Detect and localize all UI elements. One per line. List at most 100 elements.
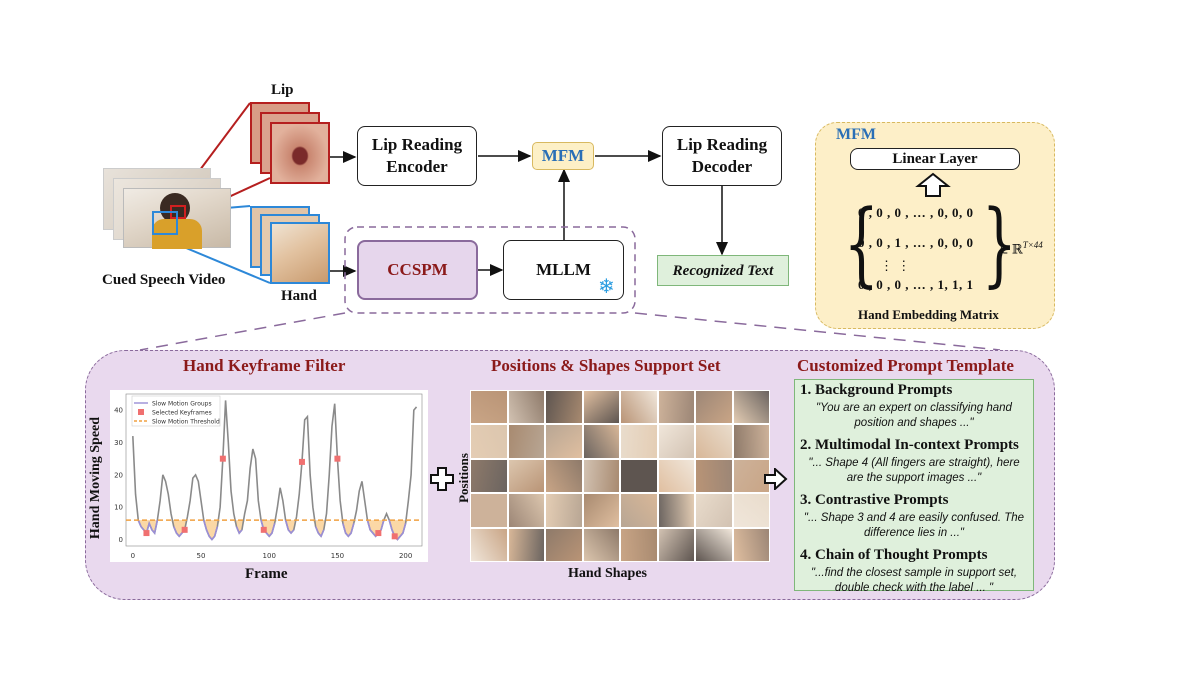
support-hand-image	[732, 424, 770, 459]
mfm-label: MFM	[541, 146, 585, 165]
support-hand-image	[582, 493, 620, 528]
support-hand-image	[695, 390, 733, 425]
support-hand-image	[582, 424, 620, 459]
ccspm-label: CCSPM	[387, 260, 448, 279]
support-title: Positions & Shapes Support Set	[491, 356, 721, 375]
prompt-4-head: 4. Chain of Thought Prompts	[800, 547, 988, 563]
x-tick-label: 0	[131, 552, 135, 560]
mfm-detail-title: MFM	[836, 126, 876, 143]
support-hand-image	[657, 458, 695, 494]
support-hand-image	[470, 458, 508, 494]
lip-decoder-box: Lip Reading Decoder	[662, 126, 782, 186]
keyframe-marker	[143, 530, 150, 537]
prompt-2-head: 2. Multimodal In-context Prompts	[800, 437, 1019, 453]
hand-crop-3	[270, 222, 330, 284]
ccspm-box: CCSPM	[357, 240, 478, 300]
support-hand-image	[732, 493, 770, 528]
hand-label: Hand	[281, 288, 317, 304]
video-frame-front	[123, 188, 231, 249]
lip-encoder-box: Lip Reading Encoder	[357, 126, 477, 186]
support-hand-image	[695, 493, 733, 528]
matrix-left-brace: {	[843, 190, 879, 297]
hand-roi-box	[152, 211, 178, 235]
support-hand-image	[620, 458, 658, 494]
slow-motion-group	[314, 526, 325, 538]
matrix-row-3: ⋮ ⋮	[880, 258, 911, 273]
slow-motion-group	[202, 519, 219, 541]
matrix-row-1: 0 , 0 , 0 , … , 0, 0, 0	[858, 205, 974, 220]
video-label: Cued Speech Video	[102, 272, 226, 288]
y-tick-label: 0	[119, 536, 123, 544]
support-hand-image	[657, 390, 695, 425]
keyframe-marker	[219, 455, 226, 462]
support-hand-image	[695, 527, 733, 562]
support-hand-image	[582, 458, 620, 494]
prompt-1-head: 1. Background Prompts	[800, 382, 953, 398]
support-hand-image	[582, 390, 620, 425]
keyframe-marker	[334, 455, 341, 462]
mllm-label: MLLM	[536, 260, 591, 279]
recognized-text-label: Recognized Text	[672, 262, 774, 279]
support-hand-image	[470, 424, 508, 459]
support-hand-image	[507, 527, 545, 562]
linear-layer-label: Linear Layer	[892, 151, 978, 167]
slow-motion-group	[366, 519, 385, 538]
lip-label: Lip	[271, 82, 294, 98]
prompt-title: Customized Prompt Template	[797, 356, 1014, 375]
prompt-3-text: "... Shape 3 and 4 are easily confused. …	[803, 512, 1025, 539]
up-arrow-icon	[915, 172, 951, 197]
support-hand-image	[470, 390, 508, 425]
support-hand-image	[732, 390, 770, 425]
keyframe-marker	[375, 530, 382, 537]
keyframe-ylabel: Hand Moving Speed	[88, 416, 103, 540]
matrix-dim-symbol: ∈ ℝ	[999, 241, 1023, 257]
matrix-dim-sup: T×44	[1022, 240, 1043, 250]
prompt-template-box: 1. Background Prompts "You are an expert…	[794, 379, 1034, 594]
support-hand-image	[657, 424, 695, 459]
lip-encoder-label: Lip Reading Encoder	[371, 135, 463, 176]
legend-swatch	[138, 409, 144, 415]
slow-motion-group	[137, 519, 159, 535]
keyframe-marker	[181, 526, 188, 533]
support-hand-image	[470, 493, 508, 528]
mllm-box: MLLM	[503, 240, 624, 300]
x-tick-label: 50	[197, 552, 206, 560]
y-tick-label: 10	[114, 504, 123, 512]
support-hand-image	[545, 390, 583, 425]
prompt-1-text: "You are an expert on classifying hand p…	[816, 402, 1012, 429]
mfm-box: MFM	[532, 142, 594, 170]
plus-icon	[430, 467, 454, 491]
y-tick-label: 20	[114, 471, 123, 479]
support-hand-image	[695, 424, 733, 459]
legend-label: Selected Keyframes	[152, 410, 212, 417]
matrix-right-brace: }	[981, 190, 1017, 297]
slow-motion-group	[388, 519, 407, 541]
support-hand-image	[620, 493, 658, 528]
slow-motion-group	[342, 523, 355, 538]
support-hand-image	[545, 493, 583, 528]
support-hand-image	[545, 424, 583, 459]
x-tick-label: 200	[399, 552, 412, 560]
support-hand-image	[732, 527, 770, 562]
support-hand-image	[507, 493, 545, 528]
slow-motion-fill	[132, 520, 417, 540]
y-tick-label: 40	[114, 407, 123, 415]
slow-motion-group	[235, 526, 243, 535]
support-hand-image	[620, 527, 658, 562]
support-hand-image	[507, 424, 545, 459]
hand-embedding-caption: Hand Embedding Matrix	[858, 307, 999, 322]
lip-crop-3	[270, 122, 330, 184]
support-hand-image	[582, 527, 620, 562]
matrix-row-2: 0 , 0 , 1 , … , 0, 0, 0	[858, 235, 974, 250]
prompt-4-text: "...find the closest sample in support s…	[810, 567, 1018, 594]
support-hand-image	[657, 527, 695, 562]
support-hand-image	[470, 527, 508, 562]
legend-label: Slow Motion Groups	[152, 401, 212, 408]
keyframe-title: Hand Keyframe Filter	[183, 356, 346, 375]
right-arrow-icon	[764, 468, 788, 490]
lip-decoder-label: Lip Reading Decoder	[676, 135, 768, 176]
support-image-grid	[470, 390, 770, 562]
linear-layer-box: Linear Layer	[850, 148, 1020, 170]
support-hand-image	[657, 493, 695, 528]
